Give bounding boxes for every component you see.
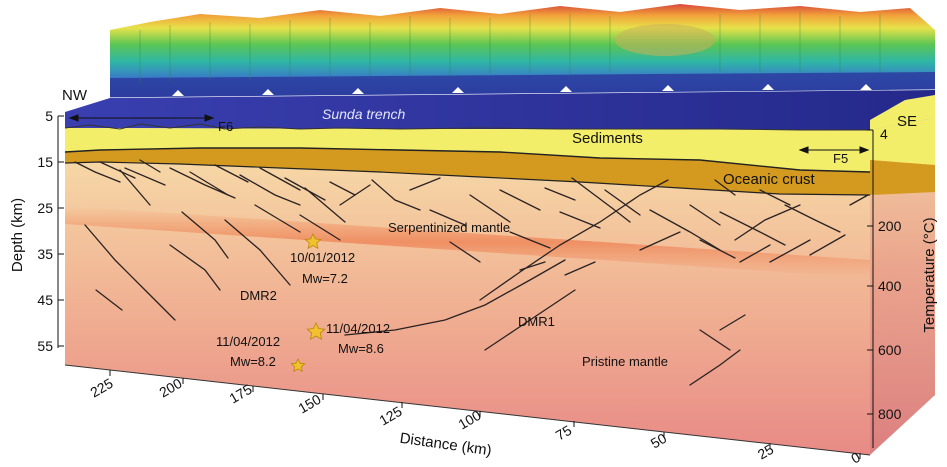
se-label: SE: [897, 113, 917, 130]
depth-tick: 5: [45, 108, 53, 124]
distance-tick: 25: [755, 441, 777, 463]
depth-tick: 35: [37, 246, 53, 262]
depth-tick: 15: [37, 154, 53, 170]
trench-teeth: [172, 84, 872, 96]
right-side-face: [870, 95, 935, 455]
f5-label: F5: [833, 151, 848, 166]
distance-axis-title: Distance (km): [399, 430, 493, 460]
earthquake-star-2012-04-11-mw82: [290, 358, 306, 373]
depth-axis-title: Depth (km): [9, 198, 26, 272]
distance-tick: 150: [295, 391, 323, 417]
earthquake-star-2012-01-10: [304, 233, 322, 250]
bathymetry-surface: [109, 4, 936, 104]
distance-tick: 75: [553, 422, 575, 444]
pristine-mantle-label: Pristine mantle: [582, 354, 668, 369]
eq3-date: 11/04/2012: [216, 334, 280, 349]
temp-tick: 200: [878, 218, 902, 234]
thermal-band: [65, 206, 870, 278]
f5-extent-arrow: [798, 146, 870, 154]
distance-tick: 200: [156, 375, 184, 401]
depth-tick: 55: [37, 338, 53, 354]
depth-axis: 5 15 25 35 45 55 Depth (km): [9, 108, 64, 354]
dmr1-label: DMR1: [518, 314, 555, 329]
f6-extent-arrow: [68, 114, 215, 122]
distance-tick: 50: [648, 430, 670, 452]
temp-tick: 400: [878, 278, 902, 294]
serpentinized-mantle-label: Serpentinized mantle: [388, 220, 510, 235]
f6-label: F6: [218, 119, 233, 134]
earthquake-star-2012-04-11-mw86: [306, 322, 326, 341]
dmr2-label: DMR2: [240, 288, 277, 303]
seismic-reflectors: [74, 159, 869, 386]
temperature-axis: 4 200 400 600 800 Temperature (°C): [867, 126, 938, 448]
eq1-mag: Mw=7.2: [302, 271, 348, 286]
oceanic-crust-label: Oceanic crust: [723, 171, 816, 188]
temp-tick: 4: [880, 126, 888, 142]
eq3-mag: Mw=8.2: [230, 354, 276, 369]
nw-label: NW: [62, 87, 88, 104]
eq2-date: 11/04/2012: [326, 321, 390, 336]
sea-surface: [65, 90, 935, 130]
eq1-date: 10/01/2012: [290, 250, 355, 265]
depth-tick: 45: [37, 292, 53, 308]
temp-tick: 600: [878, 342, 902, 358]
sunda-trench-label: Sunda trench: [322, 106, 405, 122]
depth-tick: 25: [37, 200, 53, 216]
sediments-layer: [65, 128, 870, 172]
distance-tick: 125: [376, 403, 404, 429]
sediments-label: Sediments: [572, 130, 643, 147]
distance-tick: 225: [87, 375, 115, 401]
earthquake-stars: [290, 233, 326, 373]
eq2-mag: Mw=8.6: [338, 341, 384, 356]
temperature-axis-title: Temperature (°C): [921, 217, 938, 332]
temp-tick: 800: [878, 406, 902, 422]
